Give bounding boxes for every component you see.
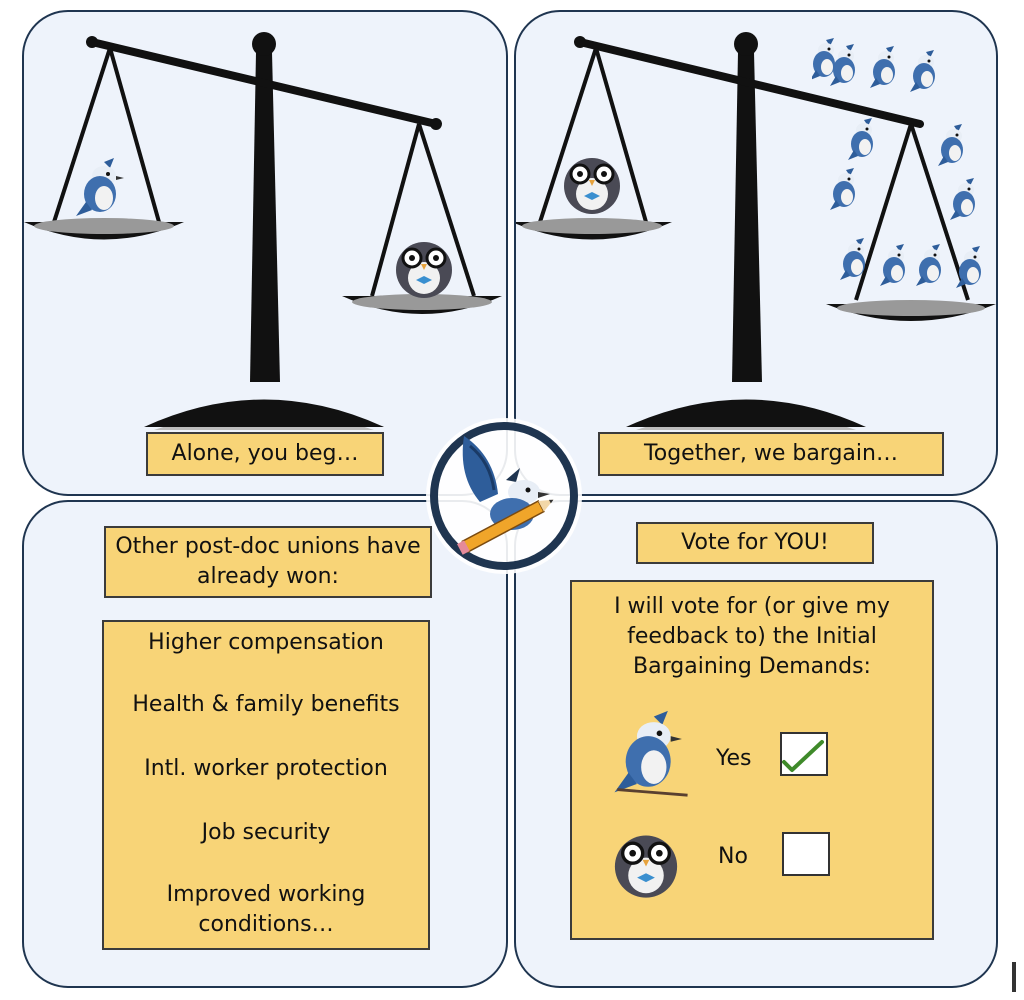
- list-item: Higher compensation: [148, 630, 384, 655]
- list-item: Intl. worker protection: [144, 756, 388, 781]
- other-unions-label: Other post-doc unions have already won:: [104, 526, 432, 598]
- together-label: Together, we bargain…: [598, 432, 944, 476]
- ballot-title: I will vote for (or give my feedback to)…: [614, 594, 890, 679]
- balance-scale-icon: [516, 32, 996, 430]
- owl-icon: [564, 158, 620, 214]
- panel-alone: Alone, you beg…: [22, 10, 508, 496]
- no-label: No: [718, 844, 748, 869]
- blue-jay-icon: [76, 158, 124, 216]
- blue-jay-flock-icon: [812, 38, 981, 288]
- balance-scale-icon: [24, 32, 502, 430]
- no-checkbox[interactable]: [782, 832, 830, 876]
- yes-label: Yes: [716, 746, 752, 771]
- vote-label: Vote for YOU!: [636, 522, 874, 564]
- corner-mark: [1012, 962, 1016, 992]
- checkmark-icon: [782, 740, 824, 772]
- owl-icon: [614, 835, 678, 898]
- owl-icon: [396, 242, 452, 298]
- wins-list: Higher compensation Health & family bene…: [102, 620, 430, 950]
- panel-together: Together, we bargain…: [514, 10, 998, 496]
- blue-jay-icon: [614, 710, 688, 797]
- list-item: Job security: [201, 820, 331, 845]
- union-logo-icon: [426, 418, 582, 574]
- alone-label: Alone, you beg…: [146, 432, 384, 476]
- yes-checkbox[interactable]: [780, 732, 828, 776]
- list-item: Health & family benefits: [132, 692, 400, 717]
- ballot: I will vote for (or give my feedback to)…: [570, 580, 934, 940]
- list-item: Improved working conditions…: [166, 882, 366, 937]
